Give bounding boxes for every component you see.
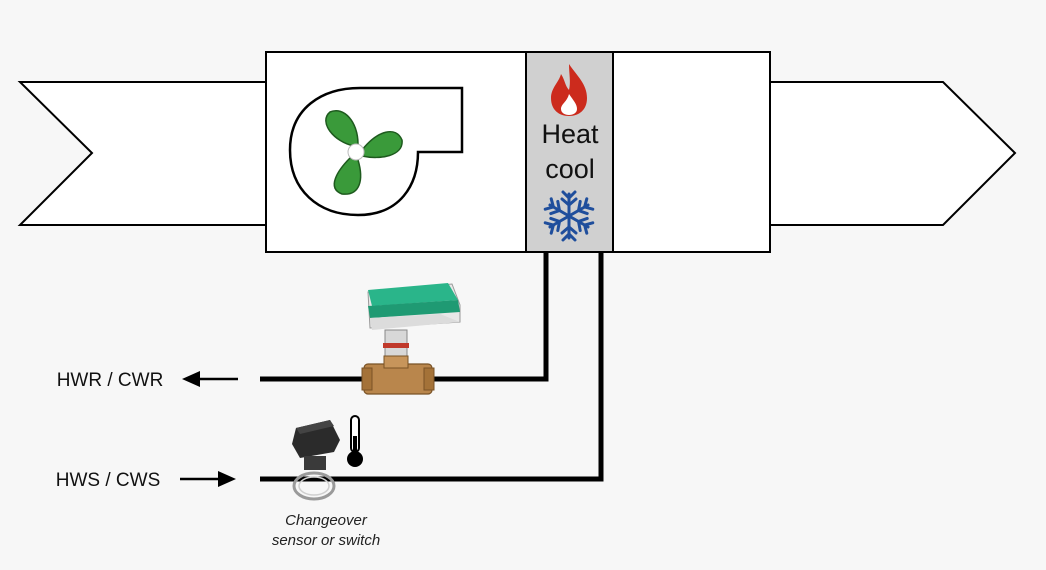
coil-label-heat: Heat xyxy=(541,119,599,149)
return-label: HWR / CWR xyxy=(57,370,164,391)
changeover-sensor-icon xyxy=(292,420,340,501)
inlet-duct xyxy=(17,81,267,226)
flame-icon xyxy=(551,64,587,116)
snowflake-icon xyxy=(543,190,595,242)
sensor-caption-line2: sensor or switch xyxy=(272,532,380,549)
supply-pipe xyxy=(260,252,604,482)
outlet-duct xyxy=(769,81,1017,226)
return-arrow xyxy=(182,371,238,387)
valve-actuator-icon xyxy=(361,283,461,395)
supply-label: HWS / CWS xyxy=(56,470,161,491)
sensor-caption-line1: Changeover xyxy=(285,512,368,529)
fan-icon xyxy=(288,86,464,217)
supply-arrow xyxy=(180,471,236,487)
coil-label-cool: cool xyxy=(545,154,595,184)
return-pipe xyxy=(260,252,549,382)
thermometer-icon xyxy=(347,415,363,467)
